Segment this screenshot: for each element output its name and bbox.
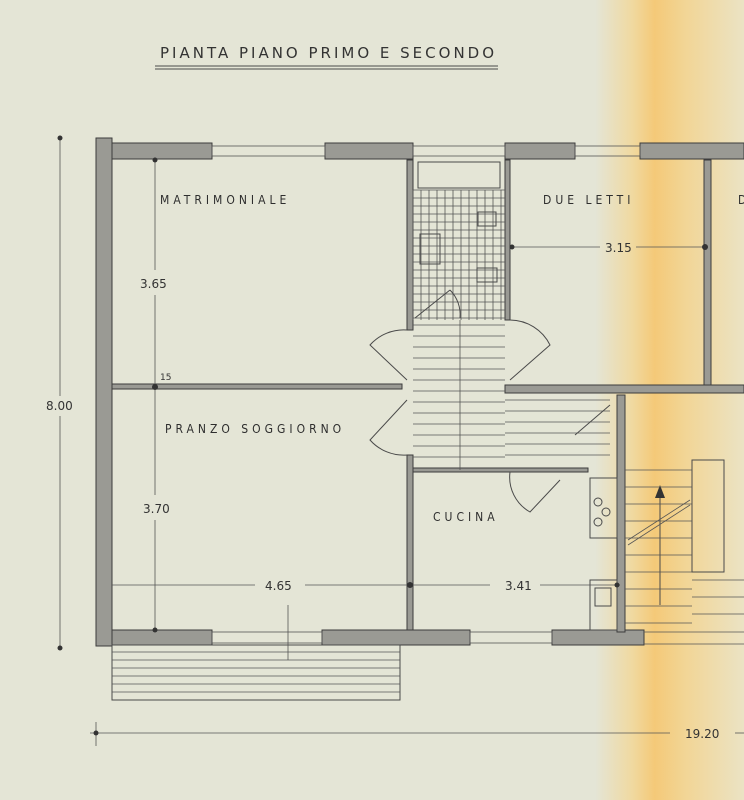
dim-soggiorno-depth: 3.70 — [143, 502, 170, 516]
dim-cucina-width: 3.41 — [505, 579, 532, 593]
window — [412, 145, 506, 157]
room-label-cut-off: D — [738, 193, 744, 207]
dim-matrimoniale-depth: 3.65 — [140, 277, 167, 291]
bidet — [419, 233, 441, 265]
plan-title: PIANTA PIANO PRIMO E SECONDO — [160, 44, 497, 62]
wall-top — [111, 142, 213, 160]
window — [574, 145, 641, 157]
wall-interior — [111, 383, 403, 390]
toilet — [476, 267, 498, 283]
staircase — [625, 459, 744, 624]
dim-total-width: 19.20 — [685, 727, 719, 741]
dim-due-letti-width: 3.15 — [605, 241, 632, 255]
doors — [369, 289, 611, 513]
dimension-lines — [57, 135, 744, 746]
walls — [95, 137, 744, 647]
window — [469, 631, 553, 644]
kitchen-units — [589, 477, 618, 631]
room-label-cucina: CUCINA — [433, 510, 499, 524]
dim-wall-thickness: 15 — [160, 373, 171, 383]
sink — [477, 211, 497, 227]
dim-soggiorno-width: 4.65 — [265, 579, 292, 593]
room-label-pranzo-soggiorno: PRANZO SOGGIORNO — [165, 422, 345, 436]
room-label-matrimoniale: MATRIMONIALE — [160, 193, 290, 207]
bathroom-tiles — [412, 189, 505, 320]
dim-total-height: 8.00 — [46, 399, 73, 413]
window — [211, 145, 326, 157]
wall-bottom — [111, 629, 213, 646]
hall-floor — [413, 320, 610, 470]
wall-left — [95, 137, 113, 647]
window — [211, 631, 323, 644]
room-label-due-letti: DUE LETTI — [543, 193, 634, 207]
stair-arrow-icon — [655, 485, 665, 498]
balcony — [111, 644, 401, 701]
bathtub — [417, 161, 501, 189]
